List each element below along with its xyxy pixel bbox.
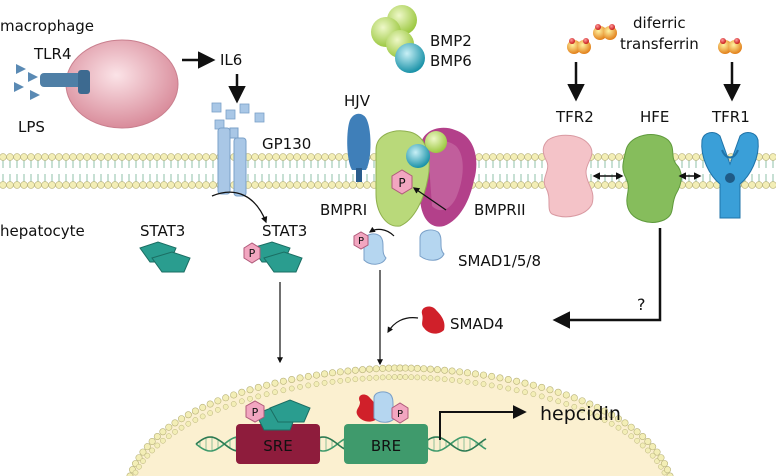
smad158-unphosphorylated <box>419 229 445 261</box>
bmpri-phospho: P <box>391 169 413 195</box>
arrow-stat3-phosphorylation <box>211 191 268 224</box>
arrow-hepcidin-transcription <box>439 405 527 440</box>
sre-element: SRE <box>236 424 320 464</box>
smad4-label: SMAD4 <box>450 315 504 333</box>
smad-complex-on-bre: P <box>356 391 409 424</box>
bre-label: BRE <box>371 437 401 455</box>
bmp2-label: BMP2 <box>430 32 472 50</box>
smad158-phosphorylated: P <box>353 231 387 265</box>
question-label: ? <box>637 295 646 314</box>
stat3-phosphorylated: P <box>243 241 303 273</box>
il6-label: IL6 <box>220 51 242 69</box>
svg-text:P: P <box>252 406 259 419</box>
svg-text:P: P <box>397 409 403 420</box>
svg-text:P: P <box>358 236 364 247</box>
smad4-protein <box>421 306 445 334</box>
bound-bmp <box>406 131 447 168</box>
svg-text:P: P <box>249 247 256 260</box>
nuclear-membrane <box>126 364 674 476</box>
hepcidin-label: hepcidin <box>540 403 621 425</box>
lps-triangles <box>14 64 40 100</box>
tfr1-receptor <box>701 132 759 219</box>
hepatocyte-label: hepatocyte <box>0 222 85 240</box>
bmp6-label: BMP6 <box>430 52 472 70</box>
stat3-left-label: STAT3 <box>140 222 185 240</box>
smad158-label: SMAD1/5/8 <box>458 252 541 270</box>
svg-text:P: P <box>398 176 405 190</box>
bmp-ligands <box>371 5 425 73</box>
tlr4-label: TLR4 <box>33 45 72 63</box>
tlr4-receptor <box>40 70 90 94</box>
arrow-smad4-binding <box>387 317 419 334</box>
arrow-bmprii-phosphorylates <box>412 187 447 211</box>
gp130-label: GP130 <box>262 135 311 153</box>
bmprii-label: BMPRII <box>474 201 526 219</box>
hjv-label: HJV <box>344 92 371 110</box>
transferrin-label: transferrin <box>620 35 699 53</box>
transferrin-molecules <box>567 24 742 54</box>
hfe-protein <box>622 134 682 223</box>
tfr2-receptor <box>542 134 594 218</box>
bmpri-label: BMPRI <box>320 201 367 219</box>
hjv-protein <box>347 113 371 182</box>
hfe-label: HFE <box>640 108 669 126</box>
tfr2-label: TFR2 <box>555 108 594 126</box>
sre-label: SRE <box>263 437 292 455</box>
arrow-smad-phosphorylation <box>369 226 395 237</box>
diferric-label: diferric <box>633 14 686 32</box>
bre-element: BRE <box>344 424 428 464</box>
arrow-hfe-to-smad <box>552 228 662 329</box>
il6-molecules <box>211 102 265 130</box>
gp130-receptor <box>217 127 247 197</box>
tfr1-label: TFR1 <box>711 108 750 126</box>
lps-label: LPS <box>18 118 45 136</box>
macrophage-label: macrophage <box>0 17 94 35</box>
stat3-right-label: STAT3 <box>262 222 307 240</box>
stat3-on-sre: P <box>245 399 311 431</box>
stat3-unphosphorylated <box>139 241 191 273</box>
